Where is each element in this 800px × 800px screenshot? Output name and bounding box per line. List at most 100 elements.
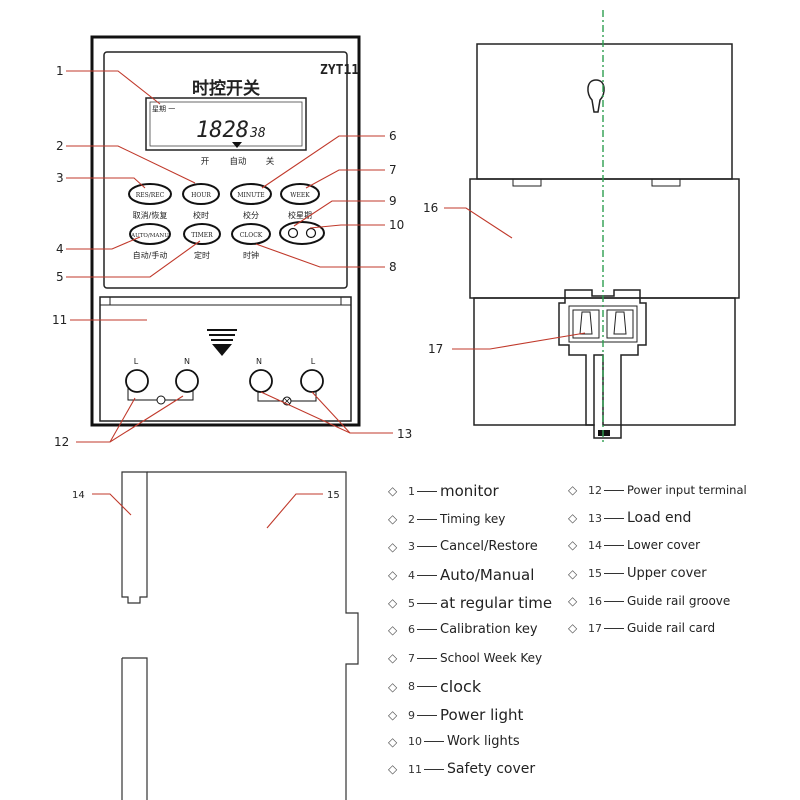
clock-key: CLOCK [240, 232, 263, 239]
power-light-icon [287, 227, 299, 239]
callout-14: 14 [72, 490, 85, 501]
model-label: ZYT11 [320, 63, 359, 78]
auto-manu-caption: 自动/手动 [133, 250, 168, 260]
clock-button[interactable] [231, 223, 271, 245]
lcd-inner [149, 101, 303, 147]
callout-13: 13 [397, 427, 412, 441]
terminal-n-input [175, 369, 199, 393]
callout-1: 1 [56, 64, 64, 78]
mode-label-on: 开 [201, 157, 210, 167]
terminal-label-n1: N [184, 357, 190, 366]
diamond-icon: ◇ [568, 483, 578, 497]
end-view [121, 471, 359, 800]
callout-lines [66, 70, 586, 529]
diamond-icon: ◇ [388, 539, 398, 554]
lcd-time: 1828 [196, 118, 249, 143]
callout-5: 5 [56, 270, 64, 284]
week-key: WEEK [290, 192, 310, 199]
mode-label-off: 关 [266, 156, 275, 167]
week-button[interactable] [280, 183, 320, 205]
hour-caption: 校时 [193, 210, 209, 220]
front-outer-frame [90, 35, 361, 427]
diamond-icon: ◇ [388, 622, 398, 637]
callout-6: 6 [389, 129, 397, 143]
timer-caption: 定时 [194, 250, 210, 260]
callout-17: 17 [428, 342, 443, 356]
side-view [469, 10, 740, 445]
diamond-icon: ◇ [388, 596, 398, 610]
auto-manu-button[interactable] [129, 223, 171, 245]
callout-12: 12 [54, 435, 69, 449]
terminal-n-load [249, 369, 273, 393]
diamond-icon: ◇ [388, 484, 398, 498]
diamond-icon: ◇ [388, 708, 398, 722]
mode-label-auto: 自动 [229, 156, 247, 167]
terminal-label-n2: N [256, 357, 262, 366]
callout-10: 10 [389, 218, 404, 232]
minute-key: MINUTE [237, 192, 264, 199]
terminal-l-load [300, 369, 324, 393]
lcd-mode-arrow-icon [232, 142, 242, 148]
keyhole-mount-icon [587, 79, 605, 113]
res-rec-caption: 取消/恢复 [133, 210, 168, 220]
callout-3: 3 [56, 171, 64, 185]
callout-11: 11 [52, 313, 67, 327]
diamond-icon: ◇ [568, 538, 578, 552]
diamond-icon: ◇ [568, 594, 578, 608]
warning-triangle-icon [207, 329, 237, 356]
callout-9: 9 [389, 194, 397, 208]
callout-4: 4 [56, 242, 64, 256]
diamond-icon: ◇ [388, 512, 398, 526]
diamond-icon: ◇ [388, 762, 398, 776]
hour-key: HOUR [191, 192, 211, 199]
res-rec-button[interactable] [128, 183, 172, 205]
callout-7: 7 [389, 163, 397, 177]
diamond-icon: ◇ [388, 734, 398, 749]
timer-button[interactable] [183, 223, 221, 245]
callout-16: 16 [423, 201, 438, 215]
diamond-icon: ◇ [568, 566, 578, 581]
diamond-icon: ◇ [568, 621, 578, 635]
callout-8: 8 [389, 260, 397, 274]
clock-caption: 时钟 [243, 250, 259, 260]
minute-caption: 校分 [243, 210, 259, 220]
diamond-icon: ◇ [388, 679, 398, 694]
auto-manu-key: AUTO/MANU [130, 233, 169, 239]
lcd-seconds: 38 [249, 126, 266, 141]
diamond-icon: ◇ [388, 568, 398, 582]
diamond-icon: ◇ [568, 511, 578, 525]
device-title: 时控开关 [192, 78, 260, 99]
diamond-icon: ◇ [388, 651, 398, 665]
res-rec-key: RES/REC [136, 192, 165, 199]
power-source-icon [156, 395, 166, 405]
minute-button[interactable] [230, 183, 272, 205]
terminal-label-l2: L [311, 357, 316, 366]
terminal-l-input [125, 369, 149, 393]
timer-key: TIMER [191, 232, 213, 239]
indicator-lights-housing [279, 221, 325, 245]
hour-button[interactable] [182, 183, 220, 205]
callout-15: 15 [327, 490, 340, 501]
lcd-week-label: 星期 一 [152, 105, 175, 113]
callout-2: 2 [56, 139, 64, 153]
terminal-label-l1: L [134, 357, 139, 366]
front-view: ZYT11 时控开关 星期 一 1828 38 开 自动 关 RES/REC 取… [90, 35, 361, 427]
safety-cover [99, 296, 352, 422]
